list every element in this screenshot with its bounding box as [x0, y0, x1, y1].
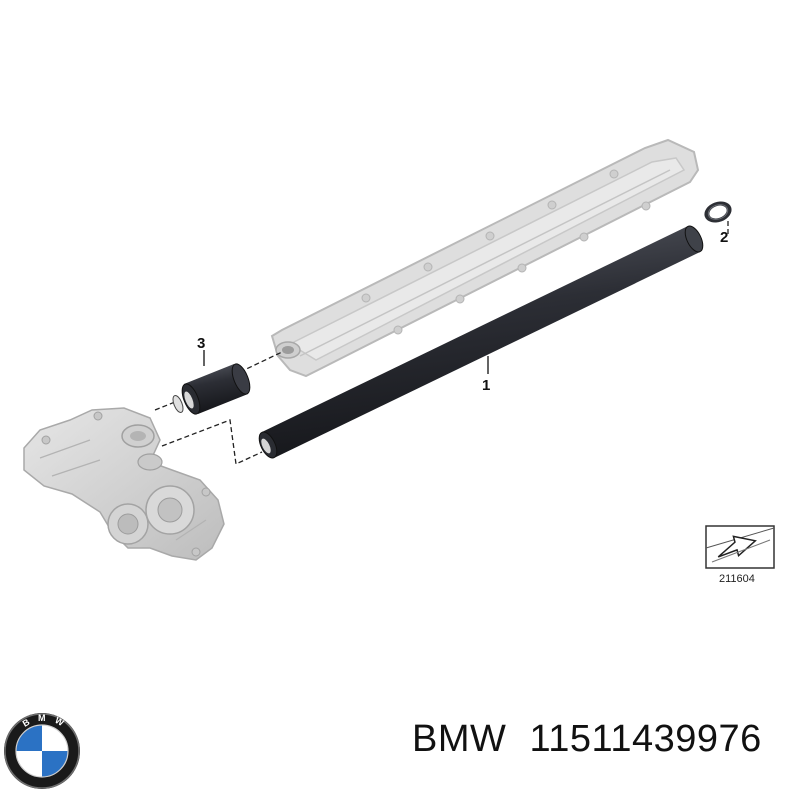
svg-text:B: B: [21, 716, 32, 728]
callout-ring: 2: [720, 229, 728, 246]
svg-text:W: W: [53, 715, 66, 728]
leader-lines: [203, 350, 489, 374]
view-direction-icon: [705, 525, 775, 569]
assembly-guide-lines: [154, 218, 729, 465]
caption-brand: BMW: [412, 718, 507, 760]
caption-part-number: 11511439976: [529, 718, 762, 760]
reference-number: 211604: [719, 573, 755, 585]
cylinder-head-cover: [270, 138, 700, 378]
coupling-sleeve: [172, 363, 251, 415]
callout-sleeve: 3: [197, 335, 205, 352]
coolant-hose: [258, 225, 704, 459]
svg-text:M: M: [38, 713, 47, 723]
callout-hose: 1: [482, 377, 490, 394]
part-caption: BMW 11511439976: [412, 718, 792, 778]
bmw-logo: B M W: [4, 713, 80, 789]
water-pump-housing: [23, 407, 225, 561]
sealing-ring: [704, 201, 732, 223]
